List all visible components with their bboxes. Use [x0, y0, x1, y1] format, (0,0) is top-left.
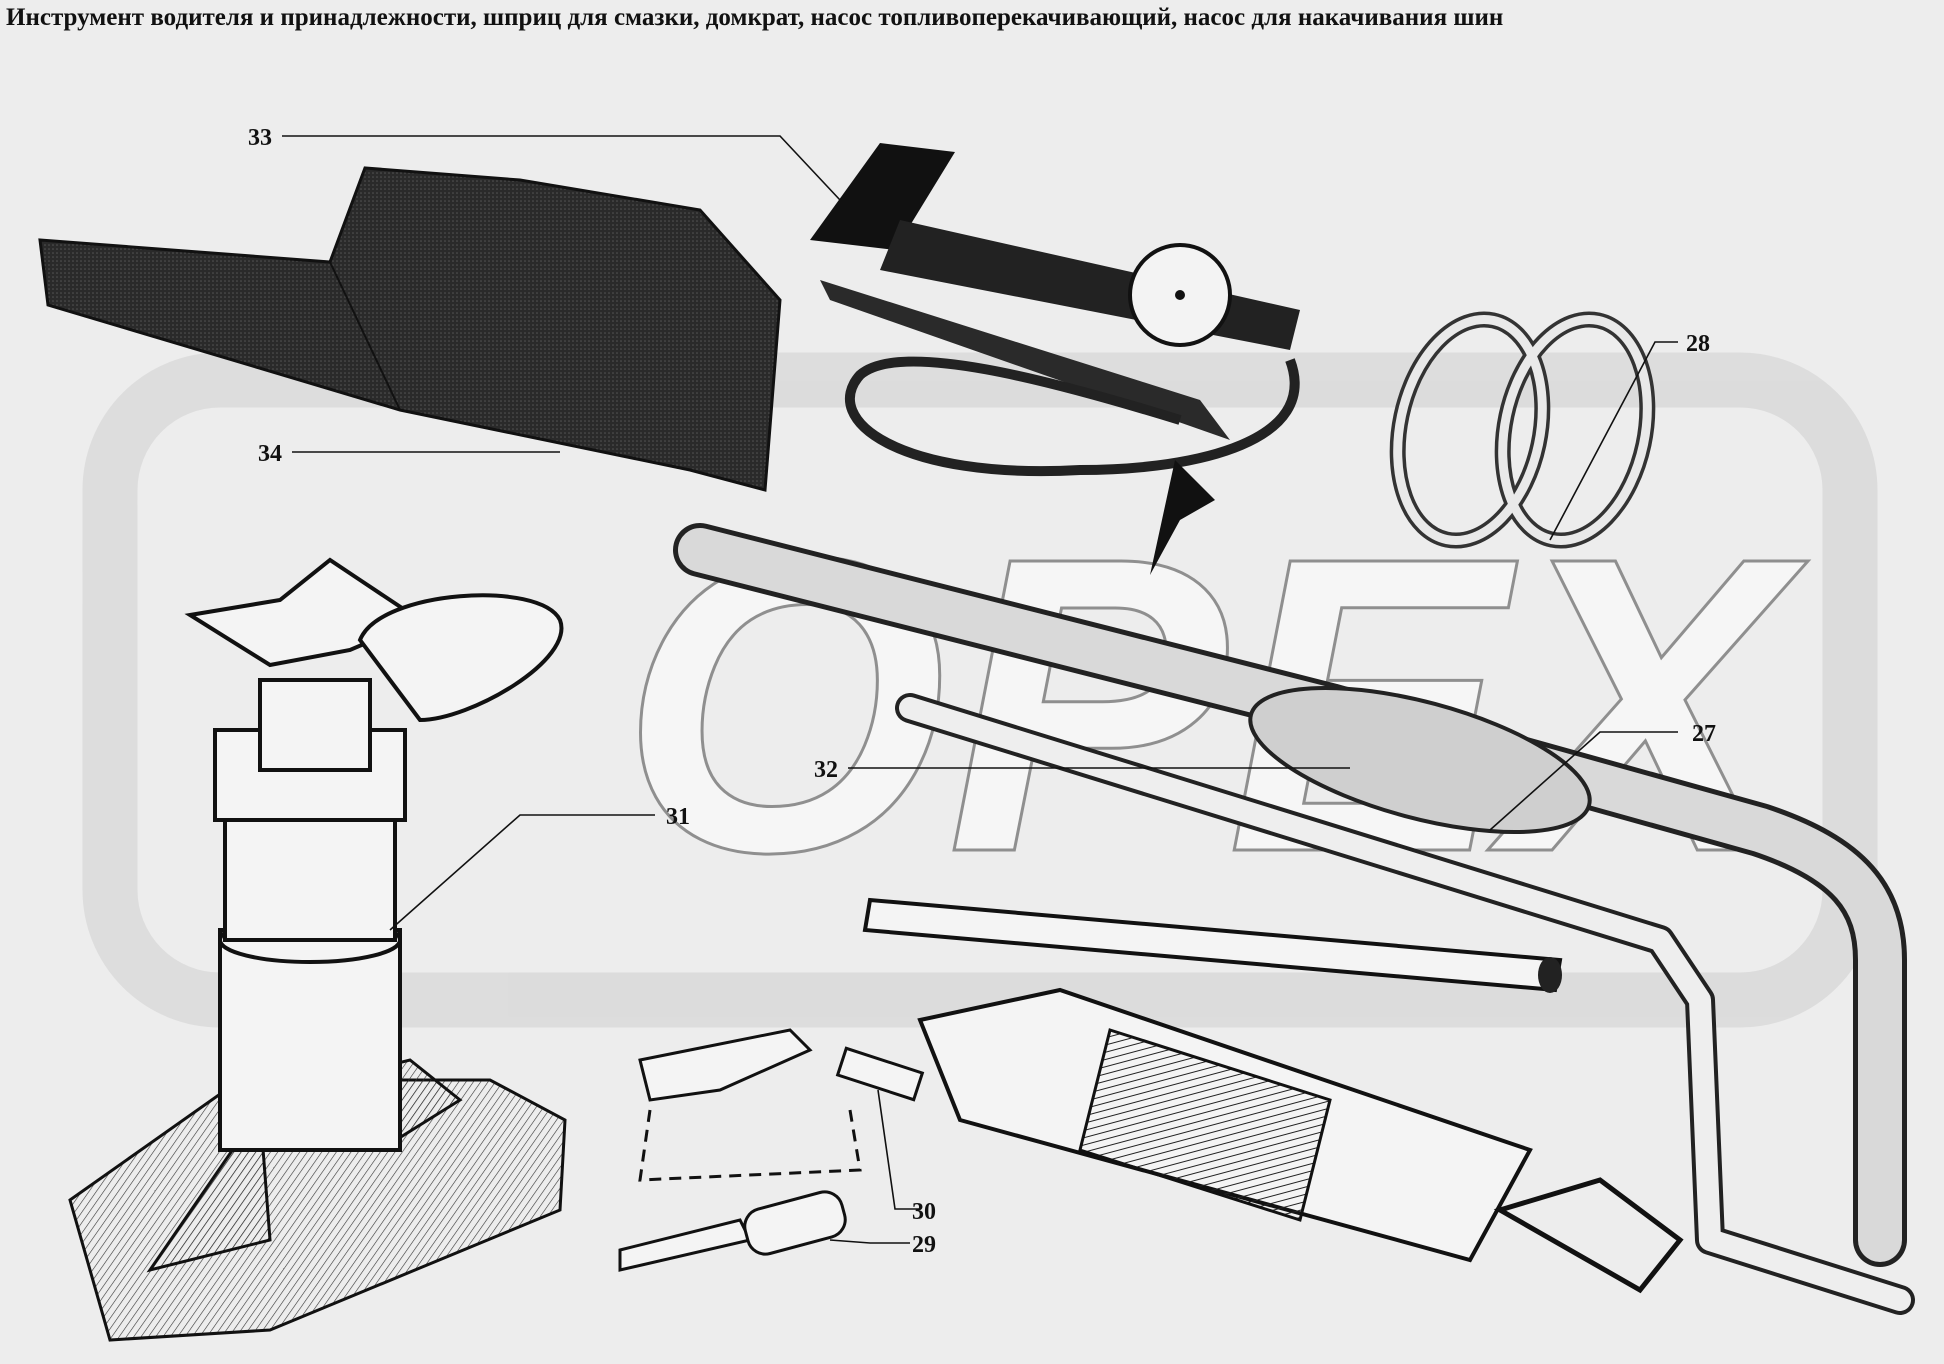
diagram-title: Инструмент водителя и принадлежности, шп…: [6, 4, 1504, 31]
nozzle-tips-29: [618, 1028, 862, 1272]
callout-34: 34: [258, 441, 282, 467]
callouts: 33 34 28 27 32 31 30 29: [248, 125, 1716, 1258]
crank-handle-32: [895, 693, 1915, 1315]
callout-30: 30: [912, 1199, 936, 1225]
leader-29: [829, 1239, 910, 1244]
leader-lines: [282, 135, 1678, 1244]
foot-pump-33: [810, 143, 1300, 575]
jack-31: [68, 557, 567, 1342]
grease-gun-30: [835, 897, 1684, 1294]
leader-33: [282, 135, 841, 201]
callout-28: 28: [1686, 331, 1710, 357]
callout-29: 29: [912, 1232, 936, 1258]
callout-31: 31: [666, 804, 690, 830]
fuel-transfer-pump-27: [673, 523, 1907, 1267]
tool-bag-34: [38, 166, 782, 492]
leader-30: [877, 1089, 920, 1210]
leader-27: [1489, 731, 1678, 831]
callout-33: 33: [248, 125, 272, 151]
callout-27: 27: [1692, 721, 1716, 747]
leader-28: [1549, 341, 1678, 541]
callout-32: 32: [814, 757, 838, 783]
leader-31: [389, 814, 655, 931]
hose-coil-28: [1389, 311, 1656, 549]
